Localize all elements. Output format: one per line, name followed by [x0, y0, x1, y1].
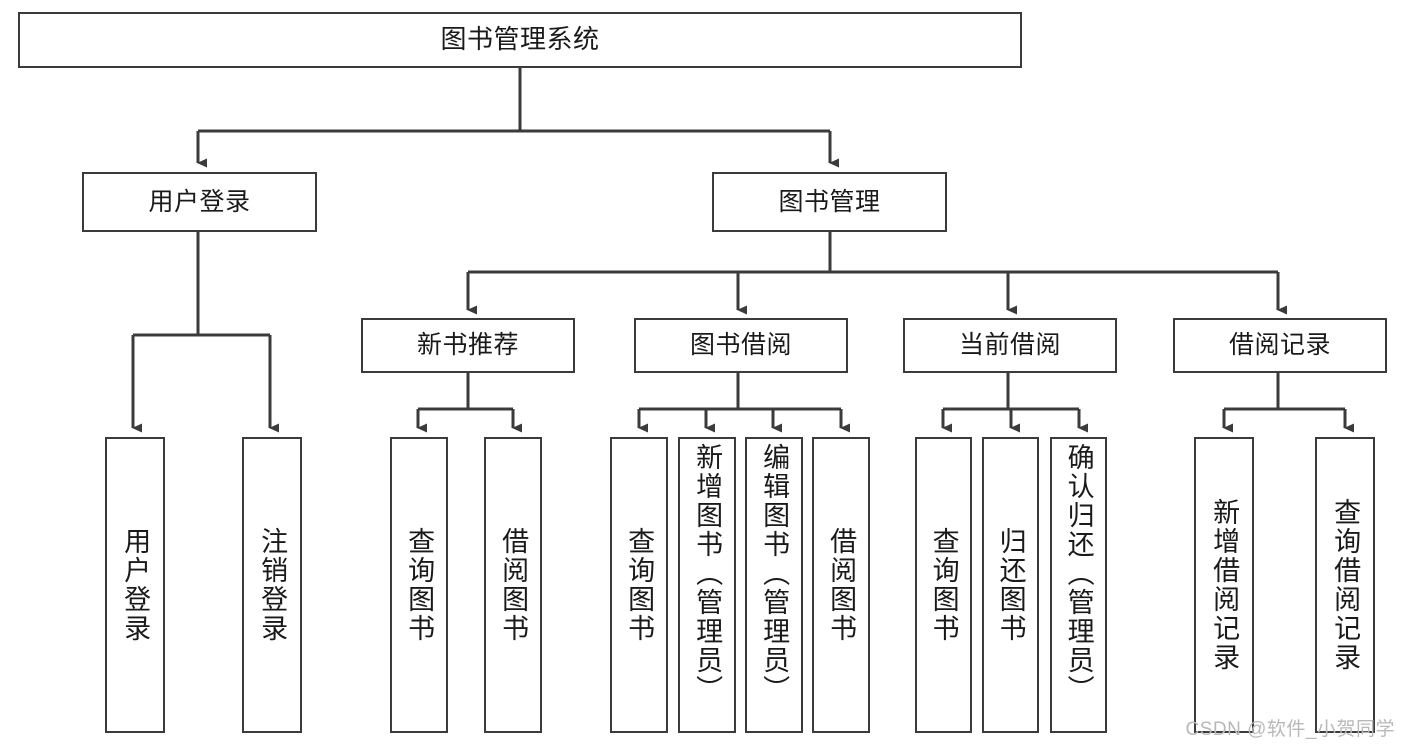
node-label: 用户登录 [120, 527, 151, 643]
node-leaf-confirm-return-admin[interactable]: 确认归还（管理员） [1050, 437, 1107, 733]
node-label: 图书管理系统 [440, 24, 600, 55]
node-label: 借阅图书 [498, 527, 529, 643]
node-label: 借阅图书 [826, 527, 857, 643]
node-category-borrow-record[interactable]: 借阅记录 [1173, 318, 1387, 373]
node-label: 当前借阅 [958, 331, 1061, 360]
node-category-new-book-recommend[interactable]: 新书推荐 [361, 318, 575, 373]
node-leaf-borrow-book-recommend[interactable]: 借阅图书 [484, 437, 542, 733]
node-label: 借阅记录 [1228, 331, 1331, 360]
node-leaf-query-book-current[interactable]: 查询图书 [915, 437, 972, 733]
node-book-management[interactable]: 图书管理 [712, 172, 947, 232]
node-label: 确认归还（管理员） [1063, 443, 1094, 704]
node-leaf-query-borrow-record[interactable]: 查询借阅记录 [1315, 437, 1375, 733]
node-leaf-query-book-recommend[interactable]: 查询图书 [390, 437, 448, 733]
node-leaf-logout[interactable]: 注销登录 [242, 437, 302, 733]
node-label: 图书借阅 [689, 331, 792, 360]
node-category-book-borrow[interactable]: 图书借阅 [634, 318, 848, 373]
node-leaf-edit-book-admin[interactable]: 编辑图书（管理员） [745, 437, 803, 733]
node-leaf-query-book-borrow[interactable]: 查询图书 [610, 437, 668, 733]
node-label: 编辑图书（管理员） [759, 443, 790, 704]
node-label: 注销登录 [257, 527, 288, 643]
node-category-current-borrow[interactable]: 当前借阅 [903, 318, 1117, 373]
node-leaf-add-book-admin[interactable]: 新增图书（管理员） [678, 437, 736, 733]
node-label: 查询借阅记录 [1330, 498, 1361, 672]
node-label: 查询图书 [404, 527, 435, 643]
node-label: 归还图书 [995, 527, 1026, 643]
node-label: 新增图书（管理员） [692, 443, 723, 704]
node-label: 新书推荐 [416, 331, 519, 360]
node-leaf-user-login[interactable]: 用户登录 [105, 437, 165, 733]
node-label: 用户登录 [148, 187, 251, 216]
node-label: 新增借阅记录 [1209, 498, 1240, 672]
node-user-login[interactable]: 用户登录 [82, 172, 317, 232]
node-label: 查询图书 [928, 527, 959, 643]
node-root-book-management-system[interactable]: 图书管理系统 [18, 12, 1022, 68]
node-label: 图书管理 [778, 187, 881, 216]
node-leaf-return-book[interactable]: 归还图书 [982, 437, 1039, 733]
node-label: 查询图书 [624, 527, 655, 643]
node-leaf-add-borrow-record[interactable]: 新增借阅记录 [1194, 437, 1254, 733]
watermark: CSDN @软件_小贺同学 [1185, 719, 1395, 740]
node-leaf-borrow-book[interactable]: 借阅图书 [812, 437, 870, 733]
